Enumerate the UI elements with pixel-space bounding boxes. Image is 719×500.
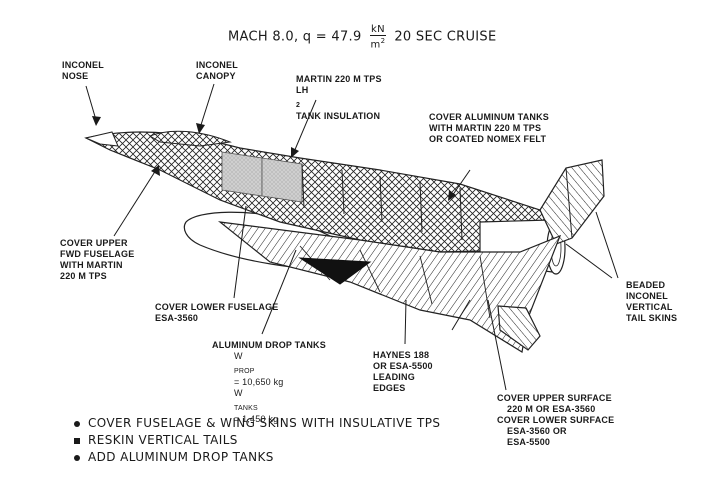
label-line: 220 M OR ESA-3560 [507, 404, 596, 414]
label-line: COVER ALUMINUM TANKS [429, 112, 549, 122]
title-prefix: MACH 8.0, q = 47.9 [228, 29, 362, 45]
label-line: W TANKS = 1,450 kg [234, 388, 326, 425]
tanks-value: = 1,450 kg [234, 413, 279, 424]
label-line: OR COATED NOMEX FELT [429, 134, 547, 144]
label-line: 220 M TPS [60, 271, 107, 281]
label-martin-tps: MARTIN 220 M TPS LH 2 TANK INSULATION [296, 74, 382, 122]
label-line: ESA-5500 [507, 437, 551, 447]
bullet-dot-icon [74, 454, 80, 461]
tanks-subscript: TANKS [234, 404, 258, 412]
label-inconel-nose: INCONEL NOSE [62, 60, 104, 82]
label-line: NOSE [62, 71, 89, 81]
lh2-panel-1 [221, 151, 263, 197]
label-line: ALUMINUM DROP TANKS [212, 340, 326, 350]
fuselage-frames [301, 163, 463, 241]
vertical-tail [539, 159, 605, 245]
label-cover-aluminum-tanks: COVER ALUMINUM TANKS WITH MARTIN 220 M T… [429, 112, 549, 145]
label-line: W PROP = 10,650 kg [234, 351, 326, 388]
title-unit-den: m2 [370, 36, 386, 50]
label-line: COVER UPPER SURFACE [497, 393, 612, 403]
prop-subscript: PROP [234, 367, 255, 375]
label-line: LEADING [373, 372, 415, 382]
title-unit: kN m2 [370, 24, 386, 50]
label-line: FWD FUSELAGE [60, 249, 135, 259]
diagram-title: MACH 8.0, q = 47.9 kN m2 20 SEC CRUISE [228, 24, 497, 50]
label-line: INCONEL [196, 60, 238, 70]
label-line: COVER LOWER FUSELAGE [155, 302, 279, 312]
label-inconel-canopy: INCONEL CANOPY [196, 60, 238, 82]
leader-lines [85, 83, 619, 391]
label-line: COVER UPPER [60, 238, 128, 248]
label-cover-upper-surface: COVER UPPER SURFACE 220 M OR ESA-3560 CO… [497, 393, 614, 448]
bullet-list: COVER FUSELAGE & WING SKINS WITH INSULAT… [74, 415, 440, 466]
label-line: ESA-3560 OR [507, 426, 567, 436]
title-unit-num: kN [370, 24, 386, 36]
label-beaded-inconel: BEADED INCONEL VERTICAL TAIL SKINS [626, 280, 677, 324]
w-text: W [234, 351, 243, 361]
label-line: LH 2 TANK INSULATION [296, 85, 382, 122]
label-line: INCONEL [626, 291, 668, 301]
label-line: OR ESA-5500 [373, 361, 433, 371]
tank-insulation-text: TANK INSULATION [296, 110, 381, 121]
label-line: MARTIN 220 M TPS [296, 74, 382, 84]
title-suffix: 20 SEC CRUISE [394, 29, 497, 45]
bullet-item: COVER FUSELAGE & WING SKINS WITH INSULAT… [74, 415, 440, 432]
label-line: HAYNES 188 [373, 350, 430, 360]
label-line: INCONEL [62, 60, 104, 70]
label-cover-upper-fwd: COVER UPPER FWD FUSELAGE WITH MARTIN 220… [60, 238, 134, 282]
arrow-heads [92, 116, 456, 201]
label-line: WITH MARTIN 220 M TPS [429, 123, 542, 133]
lh2-panel-2 [261, 157, 303, 203]
label-line: EDGES [373, 383, 406, 393]
label-line: COVER LOWER SURFACE [497, 415, 615, 425]
bullet-text: RESKIN VERTICAL TAILS [88, 433, 238, 447]
lh-text: LH [296, 85, 309, 95]
prop-value: = 10,650 kg [234, 376, 284, 387]
lh-subscript: 2 [296, 101, 301, 109]
bullet-text: ADD ALUMINUM DROP TANKS [88, 450, 274, 464]
nose [84, 131, 119, 147]
label-line: BEADED [626, 280, 666, 290]
title-unit-den-base: m [370, 39, 381, 51]
label-cover-lower-fuselage: COVER LOWER FUSELAGE ESA-3560 [155, 302, 279, 324]
label-line: VERTICAL [626, 302, 673, 312]
w-text: W [234, 387, 243, 398]
vertical-tail-edge [565, 167, 573, 239]
label-line: TAIL SKINS [626, 313, 678, 323]
label-line: ESA-3560 [155, 313, 199, 323]
title-unit-exp: 2 [380, 37, 386, 45]
label-line: WITH MARTIN [60, 260, 123, 270]
bullet-text: COVER FUSELAGE & WING SKINS WITH INSULAT… [88, 416, 441, 430]
bullet-dot-icon [74, 420, 80, 427]
ventral-strake [298, 257, 372, 285]
wingtip-fin [497, 305, 541, 351]
bullet-item: ADD ALUMINUM DROP TANKS [74, 449, 440, 466]
bullet-square-icon [74, 437, 80, 444]
label-haynes: HAYNES 188 OR ESA-5500 LEADING EDGES [373, 350, 433, 394]
label-line: CANOPY [196, 71, 236, 81]
bullet-item: RESKIN VERTICAL TAILS [74, 432, 440, 449]
